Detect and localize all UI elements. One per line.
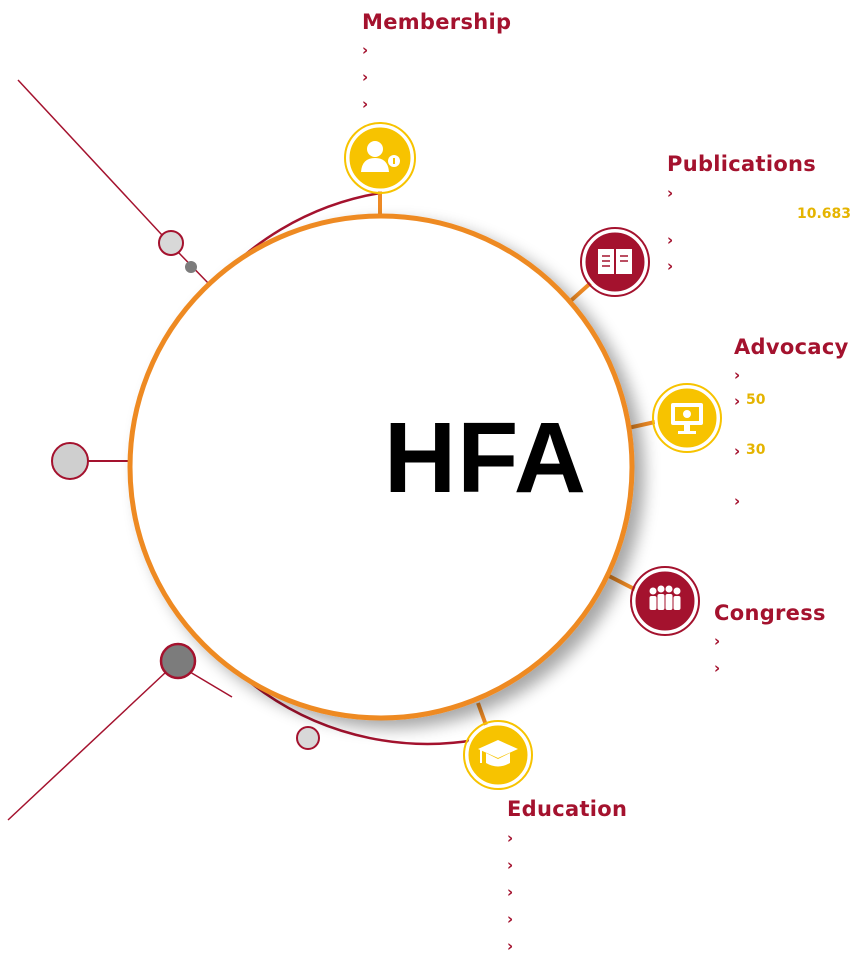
lower-diagonal-line xyxy=(7,671,167,821)
advocacy-stat: 30 xyxy=(746,442,766,458)
node-upper-left xyxy=(158,230,184,256)
education-bullet[interactable]: › xyxy=(507,937,514,955)
lower-inner-line xyxy=(189,671,233,698)
advocacy-bullet[interactable]: › xyxy=(734,442,741,460)
node-upper-dot xyxy=(185,261,197,273)
membership-bullet[interactable]: › xyxy=(362,68,369,86)
node-left xyxy=(51,442,89,480)
presentation-screen-icon[interactable] xyxy=(652,383,722,453)
node-bottom xyxy=(296,726,320,750)
advocacy-bullet[interactable]: › xyxy=(734,492,741,510)
membership-bullet[interactable]: › xyxy=(362,41,369,59)
congress-bullet[interactable]: › xyxy=(714,659,721,677)
advocacy-title[interactable]: Advocacy xyxy=(734,335,849,359)
education-bullet[interactable]: › xyxy=(507,856,514,874)
journal-book-icon[interactable] xyxy=(580,227,650,297)
member-card-icon[interactable] xyxy=(344,122,416,194)
core-label: HFA xyxy=(384,402,587,514)
education-bullet[interactable]: › xyxy=(507,829,514,847)
publications-bullet[interactable]: › xyxy=(667,184,674,202)
publications-bullet[interactable]: › xyxy=(667,257,674,275)
congress-bullet[interactable]: › xyxy=(714,632,721,650)
audience-people-icon[interactable] xyxy=(630,566,700,636)
congress-title[interactable]: Congress xyxy=(714,601,826,625)
publications-stat: 10.683 xyxy=(797,206,852,222)
advocacy-stat: 50 xyxy=(746,392,766,408)
graduation-cap-icon[interactable] xyxy=(463,720,533,790)
membership-bullet[interactable]: › xyxy=(362,95,369,113)
education-title[interactable]: Education xyxy=(507,797,628,821)
membership-title[interactable]: Membership xyxy=(362,10,512,34)
education-bullet[interactable]: › xyxy=(507,883,514,901)
node-lower-left xyxy=(159,642,197,680)
upper-diagonal-line xyxy=(17,79,163,236)
publications-bullet[interactable]: › xyxy=(667,231,674,249)
publications-title[interactable]: Publications xyxy=(667,152,817,176)
core-circle xyxy=(127,213,635,721)
advocacy-bullet[interactable]: › xyxy=(734,366,741,384)
education-bullet[interactable]: › xyxy=(507,910,514,928)
advocacy-bullet[interactable]: › xyxy=(734,392,741,410)
